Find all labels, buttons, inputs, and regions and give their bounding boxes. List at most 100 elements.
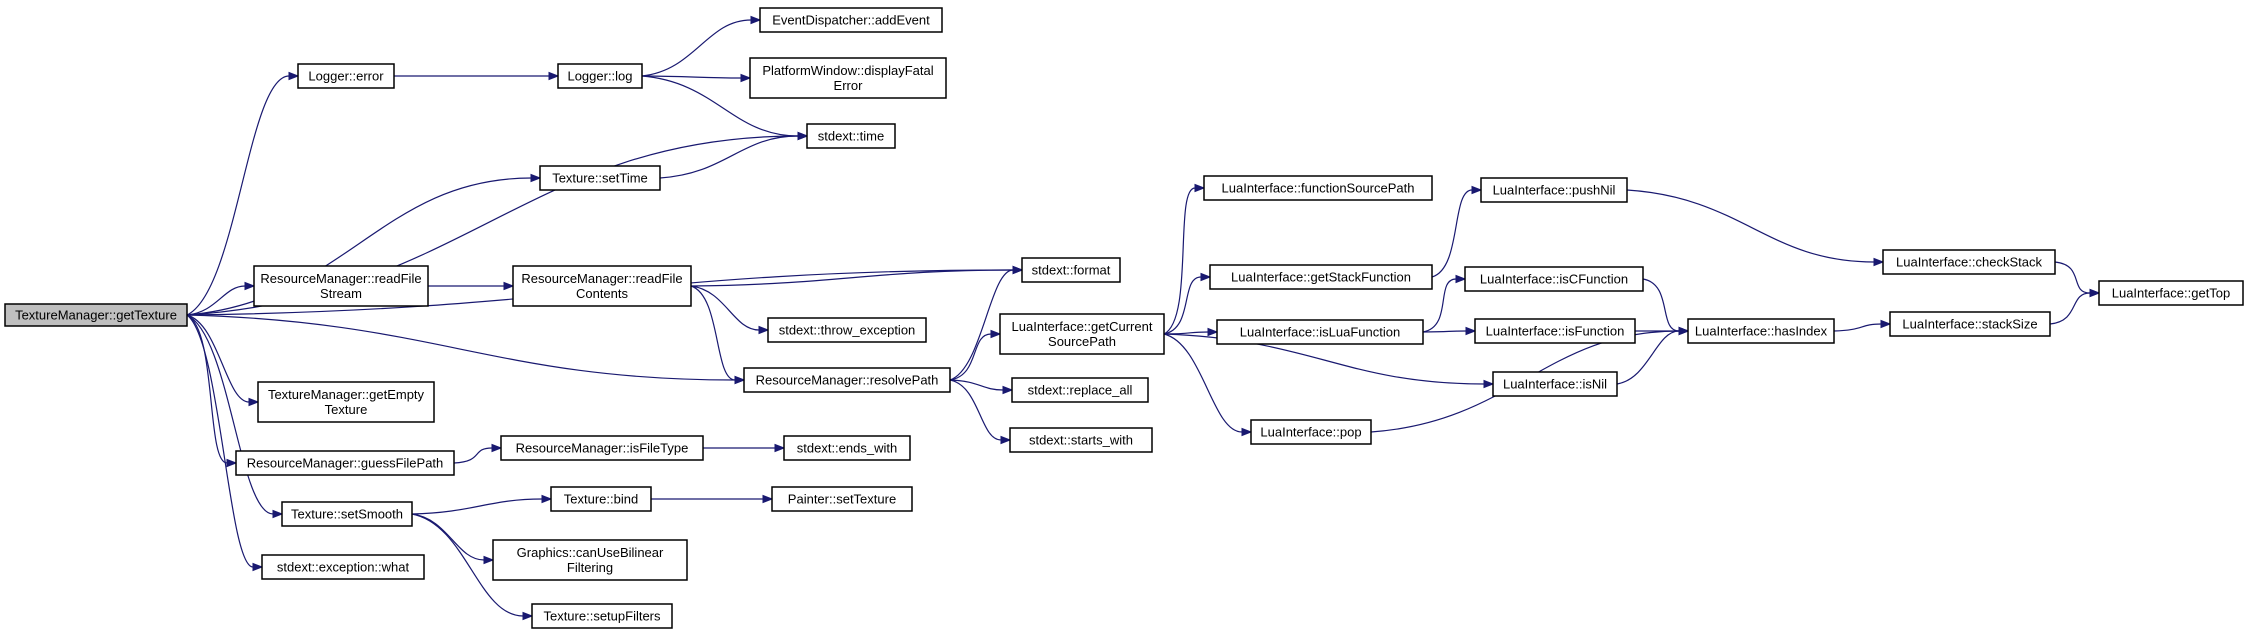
node-box: [999, 313, 1165, 355]
node-label: Texture::setTime: [552, 171, 648, 186]
node-replaceAll[interactable]: stdext::replace_all: [1011, 377, 1149, 403]
node-label: Texture: [325, 402, 368, 417]
node-guessFilePath[interactable]: ResourceManager::guessFilePath: [235, 450, 455, 476]
node-bind[interactable]: Texture::bind: [550, 486, 652, 512]
edge-arrowhead: [1455, 274, 1467, 284]
node-time[interactable]: stdext::time: [806, 123, 896, 149]
edge-loggerLog-to-addEvent: [641, 15, 762, 77]
edge-line: [641, 19, 752, 77]
node-label: stdext::exception::what: [277, 560, 410, 575]
edge-arrowhead: [1471, 185, 1483, 195]
edge-arrowhead: [1241, 427, 1253, 437]
edge-setSmooth-to-setupFilters: [411, 513, 534, 621]
node-setTime[interactable]: Texture::setTime: [539, 165, 661, 191]
node-label: stdext::throw_exception: [779, 323, 916, 338]
edge-getTexture-to-exceptionWhat: [186, 314, 264, 572]
node-label: stdext::time: [818, 129, 884, 144]
node-isFileType[interactable]: ResourceManager::isFileType: [500, 435, 704, 461]
edge-resolvePath-to-replaceAll: [949, 379, 1014, 395]
node-label: LuaInterface::stackSize: [1902, 317, 2037, 332]
node-label: TextureManager::getTexture: [15, 308, 177, 323]
node-getStackFunction[interactable]: LuaInterface::getStackFunction: [1209, 264, 1433, 290]
edge-line: [949, 269, 1014, 381]
node-throwException[interactable]: stdext::throw_exception: [767, 317, 927, 343]
node-format[interactable]: stdext::format: [1021, 257, 1121, 283]
node-label: LuaInterface::pushNil: [1493, 183, 1616, 198]
node-label: ResourceManager::resolvePath: [756, 373, 939, 388]
node-label: LuaInterface::isLuaFunction: [1240, 325, 1400, 340]
edge-setSmooth-to-bind: [411, 494, 553, 515]
node-hasIndex[interactable]: LuaInterface::hasIndex: [1687, 318, 1835, 344]
edge-getCurrentSourcePath-to-functionSourcePath: [1163, 183, 1206, 335]
node-box: [771, 486, 913, 512]
node-resolvePath[interactable]: ResourceManager::resolvePath: [743, 367, 951, 393]
node-isCFunction[interactable]: LuaInterface::isCFunction: [1464, 266, 1644, 292]
edge-arrowhead: [1002, 385, 1014, 395]
node-box: [806, 123, 896, 149]
edge-arrowhead: [483, 555, 495, 565]
node-isFunction[interactable]: LuaInterface::isFunction: [1474, 318, 1636, 344]
node-label: Error: [834, 78, 864, 93]
node-stackSize[interactable]: LuaInterface::stackSize: [1889, 311, 2051, 337]
edge-getTexture-to-setSmooth: [186, 314, 284, 519]
node-loggerError[interactable]: Logger::error: [297, 63, 395, 89]
node-box: [1889, 311, 2051, 337]
edge-getTexture-to-guessFilePath: [186, 314, 238, 468]
node-setupFilters[interactable]: Texture::setupFilters: [531, 603, 673, 629]
edge-line: [186, 314, 736, 381]
node-exceptionWhat[interactable]: stdext::exception::what: [261, 554, 425, 580]
node-box: [767, 317, 927, 343]
edge-line: [1163, 187, 1196, 335]
node-getTexture[interactable]: TextureManager::getTexture: [4, 303, 188, 327]
edge-line: [411, 498, 543, 515]
edge-isCFunction-to-hasIndex: [1642, 278, 1690, 336]
edge-arrowhead: [1194, 183, 1206, 193]
node-box: [1250, 419, 1372, 445]
edge-line: [1626, 189, 1875, 263]
node-label: Graphics::canUseBilinear: [517, 545, 664, 560]
node-box: [257, 381, 435, 423]
node-box: [531, 603, 673, 629]
node-label: stdext::replace_all: [1028, 383, 1133, 398]
node-label: LuaInterface::functionSourcePath: [1222, 181, 1415, 196]
node-setTexture[interactable]: Painter::setTexture: [771, 486, 913, 512]
edge-hasIndex-to-stackSize: [1833, 319, 1892, 332]
edge-getTexture-to-loggerError: [186, 71, 300, 316]
node-pushNil[interactable]: LuaInterface::pushNil: [1480, 177, 1628, 203]
node-box: [1882, 249, 2056, 275]
edge-line: [949, 379, 1002, 441]
node-pop[interactable]: LuaInterface::pop: [1250, 419, 1372, 445]
node-isLuaFunction[interactable]: LuaInterface::isLuaFunction: [1216, 319, 1424, 345]
node-endsWith[interactable]: stdext::ends_with: [783, 435, 911, 461]
node-functionSourcePath[interactable]: LuaInterface::functionSourcePath: [1203, 175, 1433, 201]
edge-getTexture-to-resolvePath: [186, 314, 746, 385]
node-label: stdext::ends_with: [797, 441, 897, 456]
node-checkStack[interactable]: LuaInterface::checkStack: [1882, 249, 2056, 275]
edge-arrowhead: [288, 71, 300, 81]
edge-readFileContents-to-resolvePath: [690, 285, 746, 385]
node-addEvent[interactable]: EventDispatcher::addEvent: [759, 7, 943, 33]
node-loggerLog[interactable]: Logger::log: [557, 63, 643, 89]
node-box: [4, 303, 188, 327]
node-startsWith[interactable]: stdext::starts_with: [1009, 427, 1153, 453]
node-isNil[interactable]: LuaInterface::isNil: [1492, 371, 1618, 397]
node-setSmooth[interactable]: Texture::setSmooth: [281, 501, 413, 527]
edge-line: [1642, 278, 1680, 332]
node-label: PlatformWindow::displayFatal: [762, 63, 933, 78]
node-box: [743, 367, 951, 393]
node-box: [557, 63, 643, 89]
edge-pushNil-to-checkStack: [1626, 189, 1885, 267]
edge-arrowhead: [774, 443, 786, 453]
node-getTop[interactable]: LuaInterface::getTop: [2098, 280, 2244, 306]
edge-getCurrentSourcePath-to-pop: [1163, 333, 1253, 437]
edge-loggerError-to-loggerLog: [393, 71, 560, 81]
edge-arrowhead: [734, 375, 746, 385]
node-label: LuaInterface::isCFunction: [1480, 272, 1628, 287]
edge-arrowhead: [750, 15, 762, 25]
